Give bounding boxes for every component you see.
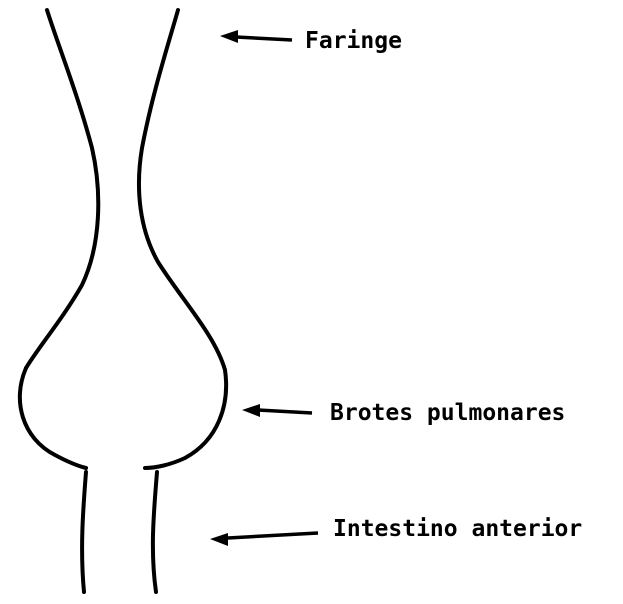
label-intestino-anterior: Intestino anterior (333, 516, 582, 542)
pharynx-right-wall (139, 10, 225, 370)
arrow-brotes-head (242, 404, 260, 417)
arrow-faringe-shaft (236, 37, 292, 40)
label-faringe: Faringe (305, 28, 402, 54)
arrow-faringe-head (220, 30, 238, 43)
pharynx-left-wall (26, 10, 98, 368)
foregut-right-wall (153, 472, 157, 592)
arrow-intestino-head (210, 533, 228, 546)
arrow-brotes-shaft (258, 410, 312, 413)
label-brotes-pulmonares: Brotes pulmonares (330, 400, 565, 426)
foregut-left-wall (82, 472, 86, 592)
arrow-intestino-shaft (228, 533, 318, 538)
lung-bud-right-wall (145, 370, 226, 468)
lung-bud-left-wall (20, 368, 86, 468)
